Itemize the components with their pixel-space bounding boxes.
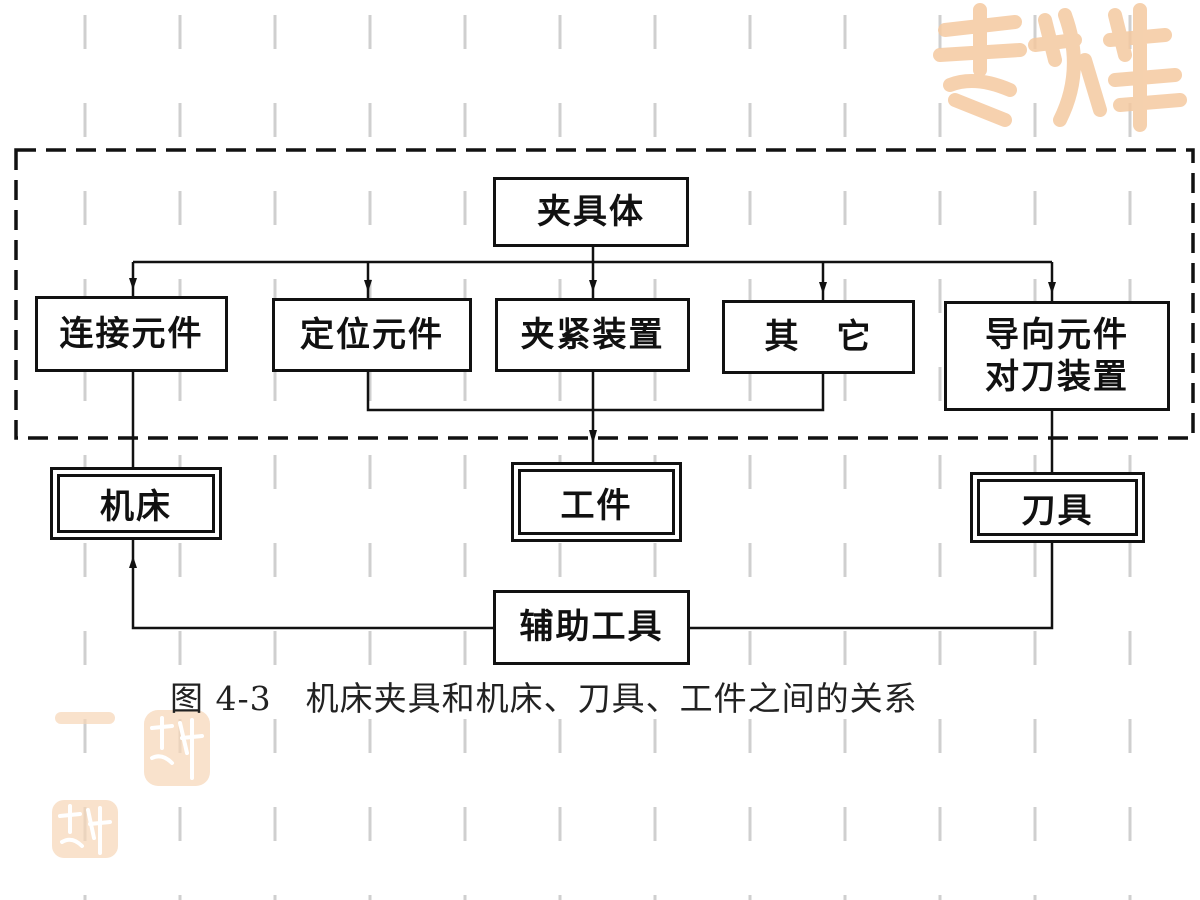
fixture-boundary bbox=[14, 148, 1195, 440]
node-fixture-body: 夹具体 bbox=[493, 177, 689, 247]
figure-caption: 图 4-3 机床夹具和机床、刀具、工件之间的关系 bbox=[170, 679, 918, 718]
guide-line-2: 对刀装置 bbox=[985, 357, 1129, 397]
node-tool-label: 刀具 bbox=[977, 479, 1138, 536]
connector-tool-aux bbox=[690, 543, 1054, 630]
node-clamp-device: 夹紧装置 bbox=[495, 298, 690, 372]
node-machine-label: 机床 bbox=[57, 474, 215, 533]
node-other: 其 它 bbox=[722, 300, 915, 374]
node-locate-element: 定位元件 bbox=[272, 298, 472, 372]
node-connect-element: 连接元件 bbox=[35, 296, 228, 372]
guide-line-1: 导向元件 bbox=[985, 314, 1129, 355]
node-auxiliary-tool: 辅助工具 bbox=[493, 590, 690, 665]
node-tool: 刀具 bbox=[970, 472, 1145, 543]
node-workpiece: 工件 bbox=[511, 462, 682, 542]
connector-machine-aux bbox=[131, 540, 495, 630]
node-workpiece-label: 工件 bbox=[518, 469, 675, 535]
node-machine: 机床 bbox=[50, 467, 222, 540]
connector-workpiece-bus bbox=[366, 372, 825, 412]
node-guide-tool-setting: 导向元件 对刀装置 bbox=[944, 301, 1170, 411]
